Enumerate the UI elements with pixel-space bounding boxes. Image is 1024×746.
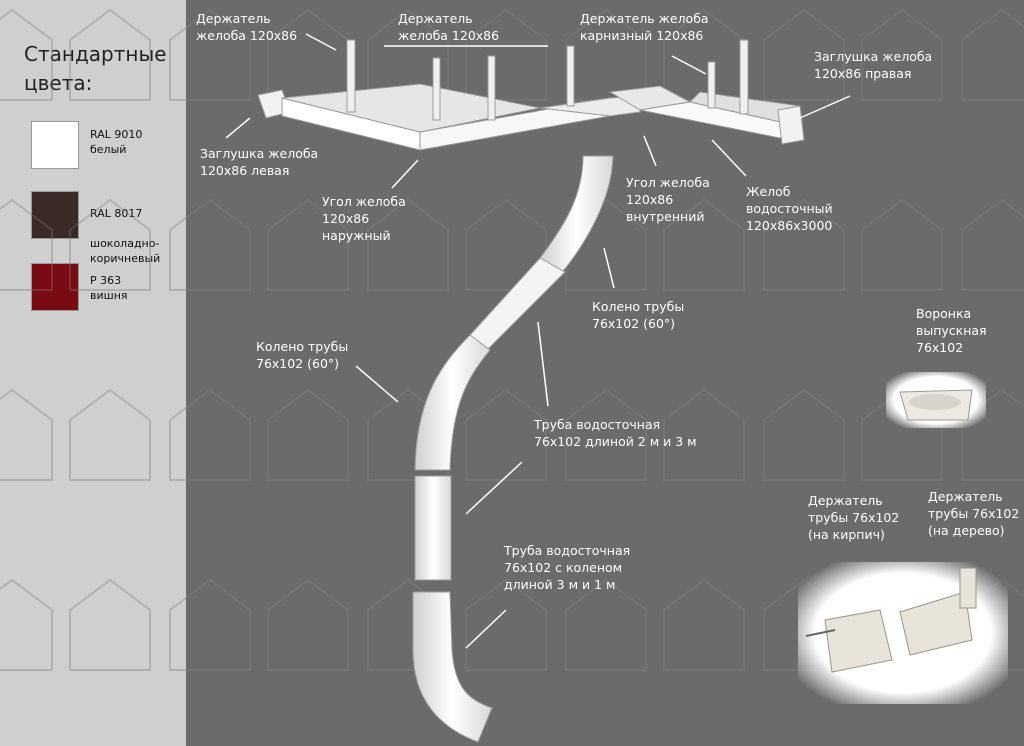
funnel-image xyxy=(886,372,986,428)
label-holder-gutter-eave: Держатель желоба карнизный 120х86 xyxy=(580,11,709,43)
leader-lines xyxy=(225,33,851,649)
label-pipe-holder-wood: Держатель трубы 76х102 (на дерево) xyxy=(928,489,1020,538)
label-pipe-holder-brick: Держатель трубы 76х102 (на кирпич) xyxy=(808,493,900,542)
label-cap-left: Заглушка желоба 120х86 левая xyxy=(200,146,319,178)
downpipe-assembly xyxy=(412,155,614,743)
label-holder-gutter-1: Держатель желоба 120х86 xyxy=(196,11,298,43)
label-corner-inner: Угол желоба 120х86 внутренний xyxy=(626,175,710,224)
label-funnel: Воронка выпускная 76х102 xyxy=(916,306,987,355)
label-elbow-left: Колено трубы 76х102 (60°) xyxy=(256,339,349,371)
label-pipe-elbow: Труба водосточная 76х102 с коленом длино… xyxy=(504,543,631,592)
label-gutter: Желоб водосточный 120х86х3000 xyxy=(746,184,833,233)
label-cap-right: Заглушка желоба 120х86 правая xyxy=(814,49,933,81)
label-corner-outer: Угол желоба 120х86 наружный xyxy=(322,194,406,243)
pipe-holders-image xyxy=(798,562,1008,704)
gutter-assembly xyxy=(257,39,805,151)
label-pipe: Труба водосточная 76х102 длиной 2 м и 3 … xyxy=(534,417,697,449)
label-holder-gutter-2: Держатель желоба 120х86 xyxy=(398,11,500,43)
watermark-pattern-side xyxy=(0,0,186,746)
label-elbow-right: Колено трубы 76х102 (60°) xyxy=(592,299,685,331)
